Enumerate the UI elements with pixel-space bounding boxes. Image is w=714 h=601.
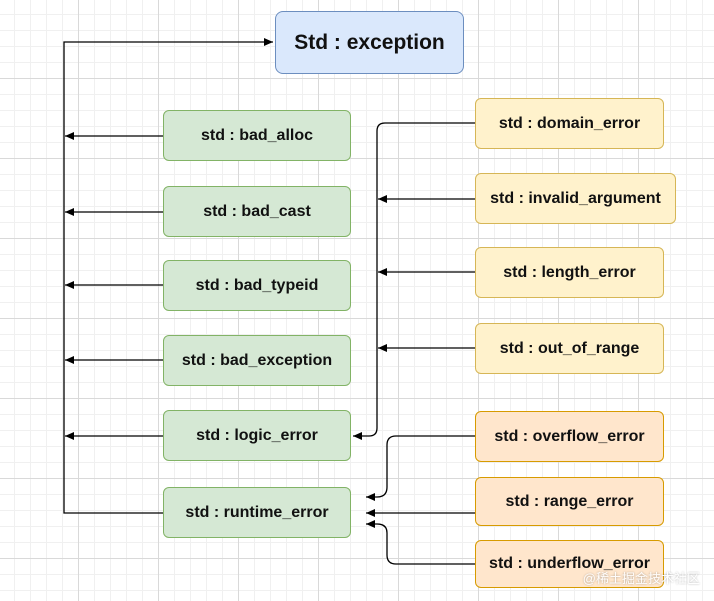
- node-invalid-argument: std : invalid_argument: [475, 173, 676, 224]
- watermark-text: @稀土掘金技术社区: [582, 571, 700, 586]
- node-overflow-error: std : overflow_error: [475, 411, 664, 462]
- edge-domain-error: [353, 122, 475, 440]
- node-logic-error: std : logic_error: [163, 410, 351, 461]
- node-runtime-error: std : runtime_error: [163, 487, 351, 538]
- node-underflow-error: std : underflow_error: [475, 540, 664, 588]
- node-bad-typeid: std : bad_typeid: [163, 260, 351, 311]
- edge-trunk-to-root: [63, 38, 273, 514]
- node-std-exception: Std : exception: [275, 11, 464, 74]
- node-bad-cast: std : bad_cast: [163, 186, 351, 237]
- edge-underflow-error: [366, 520, 475, 565]
- node-bad-exception: std : bad_exception: [163, 335, 351, 386]
- edge-overflow-error: [366, 435, 475, 501]
- node-bad-alloc: std : bad_alloc: [163, 110, 351, 161]
- node-domain-error: std : domain_error: [475, 98, 664, 149]
- node-range-error: std : range_error: [475, 477, 664, 526]
- node-out-of-range: std : out_of_range: [475, 323, 664, 374]
- node-length-error: std : length_error: [475, 247, 664, 298]
